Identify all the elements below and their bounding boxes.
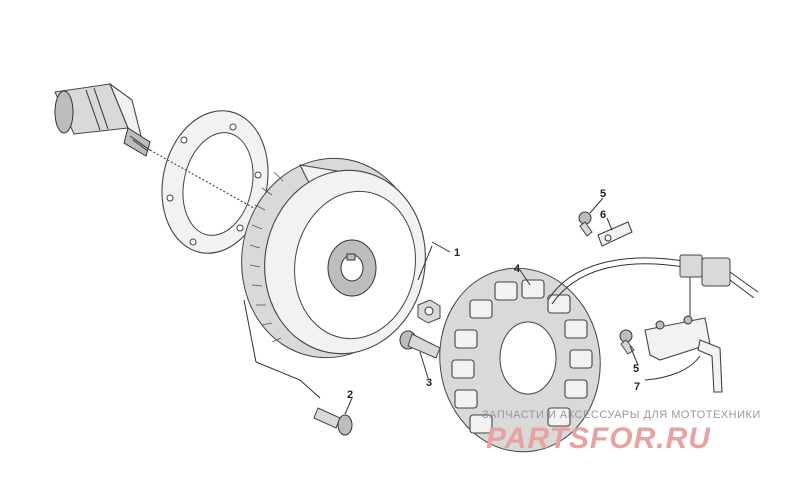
crankshaft-end <box>54 82 151 157</box>
callout-7: 7 <box>634 381 640 393</box>
wire-bracket <box>644 315 723 393</box>
bolt-3 <box>399 330 441 359</box>
callout-4: 4 <box>514 263 521 275</box>
callout-1: 1 <box>454 247 460 259</box>
callout-3: 3 <box>426 377 432 389</box>
mounting-plate <box>161 110 269 254</box>
flywheel-nut <box>417 299 441 324</box>
bolt-2 <box>313 407 353 436</box>
watermark-caption: ЗАПЧАСТИ И АКСЕССУАРЫ ДЛЯ МОТОТЕХНИКИ <box>482 409 761 421</box>
screw-5-lower <box>619 329 635 355</box>
callout-6: 6 <box>600 209 606 221</box>
watermark-brand: PARTSFOR.RU <box>486 422 711 455</box>
screw-5-upper <box>578 211 593 237</box>
callout-5-lower: 5 <box>633 363 639 375</box>
callout-2: 2 <box>347 389 353 401</box>
clamp-6 <box>597 221 633 247</box>
callout-5-upper: 5 <box>600 188 606 200</box>
leader-lines <box>243 197 701 415</box>
flywheel-rotor <box>241 157 426 359</box>
stator-wire-harness <box>547 254 759 318</box>
stator <box>439 267 601 453</box>
